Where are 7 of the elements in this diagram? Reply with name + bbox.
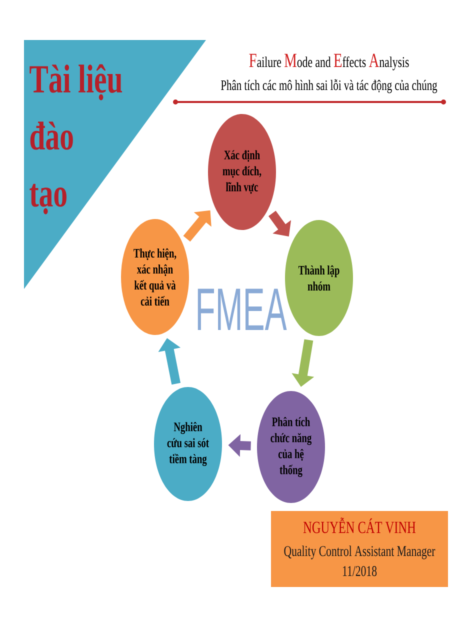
person-name: NGUYỄN CÁT VINH [303,518,416,534]
heading: Failure Mode and Effects Analysis [249,54,409,70]
block-arrow [268,210,292,236]
center-heading: FMEA [198,288,287,330]
job-title: Quality Control Assistant Manager [284,546,436,560]
date-text: 11/2018 [342,566,377,576]
subtitle: Phân tích các mô hình sai lỗi và tác động của chúng [221,79,438,94]
